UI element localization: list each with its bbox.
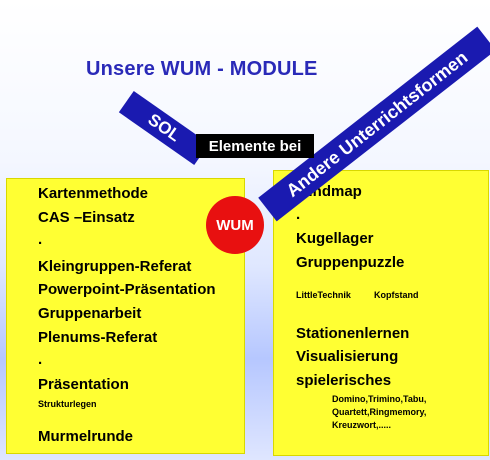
right-item-games-line-2: Quartett,Ringmemory, [332, 407, 427, 417]
right-item-kopfstand: Kopfstand [374, 290, 419, 300]
elemente-bei-label: Elemente bei [196, 134, 314, 158]
left-item-strukturlegen: Strukturlegen [38, 399, 97, 409]
left-item-dot-2: . [38, 351, 43, 368]
right-item-gruppenpuzzle: Gruppenpuzzle [296, 254, 405, 271]
right-item-spielerisches: spielerisches [296, 372, 392, 389]
right-item-stationenlernen: Stationenlernen [296, 325, 410, 342]
left-item-gruppenarbeit: Gruppenarbeit [38, 305, 142, 322]
right-item-visualisierung: Visualisierung [296, 348, 399, 365]
left-item-kleingruppen-referat: Kleingruppen-Referat [38, 258, 192, 275]
left-item-kartenmethode: Kartenmethode [38, 185, 149, 202]
left-item-dot-1: . [38, 231, 43, 248]
diagram-title: Unsere WUM - MODULE [86, 58, 318, 80]
right-item-games-line-1: Domino,Trimino,Tabu, [332, 394, 427, 404]
right-item-dot: . [296, 206, 301, 223]
left-item-cas-einsatz: CAS –Einsatz [38, 209, 135, 226]
left-item-plenums-referat: Plenums-Referat [38, 329, 158, 346]
right-item-games-line-3: Kreuzwort,..... [332, 420, 392, 430]
sol-methods-panel: Kartenmethode CAS –Einsatz . Kleingruppe… [6, 178, 245, 454]
wum-circle: WUM [206, 196, 264, 254]
other-forms-panel: Mindmap . Kugellager Gruppenpuzzle Littl… [273, 170, 489, 456]
left-item-powerpoint: Powerpoint-Präsentation [38, 281, 216, 298]
left-item-praesentation: Präsentation [38, 376, 129, 393]
right-item-littletechnik: LittleTechnik [296, 290, 351, 300]
left-item-murmelrunde: Murmelrunde [38, 428, 134, 445]
right-item-kugellager: Kugellager [296, 230, 374, 247]
